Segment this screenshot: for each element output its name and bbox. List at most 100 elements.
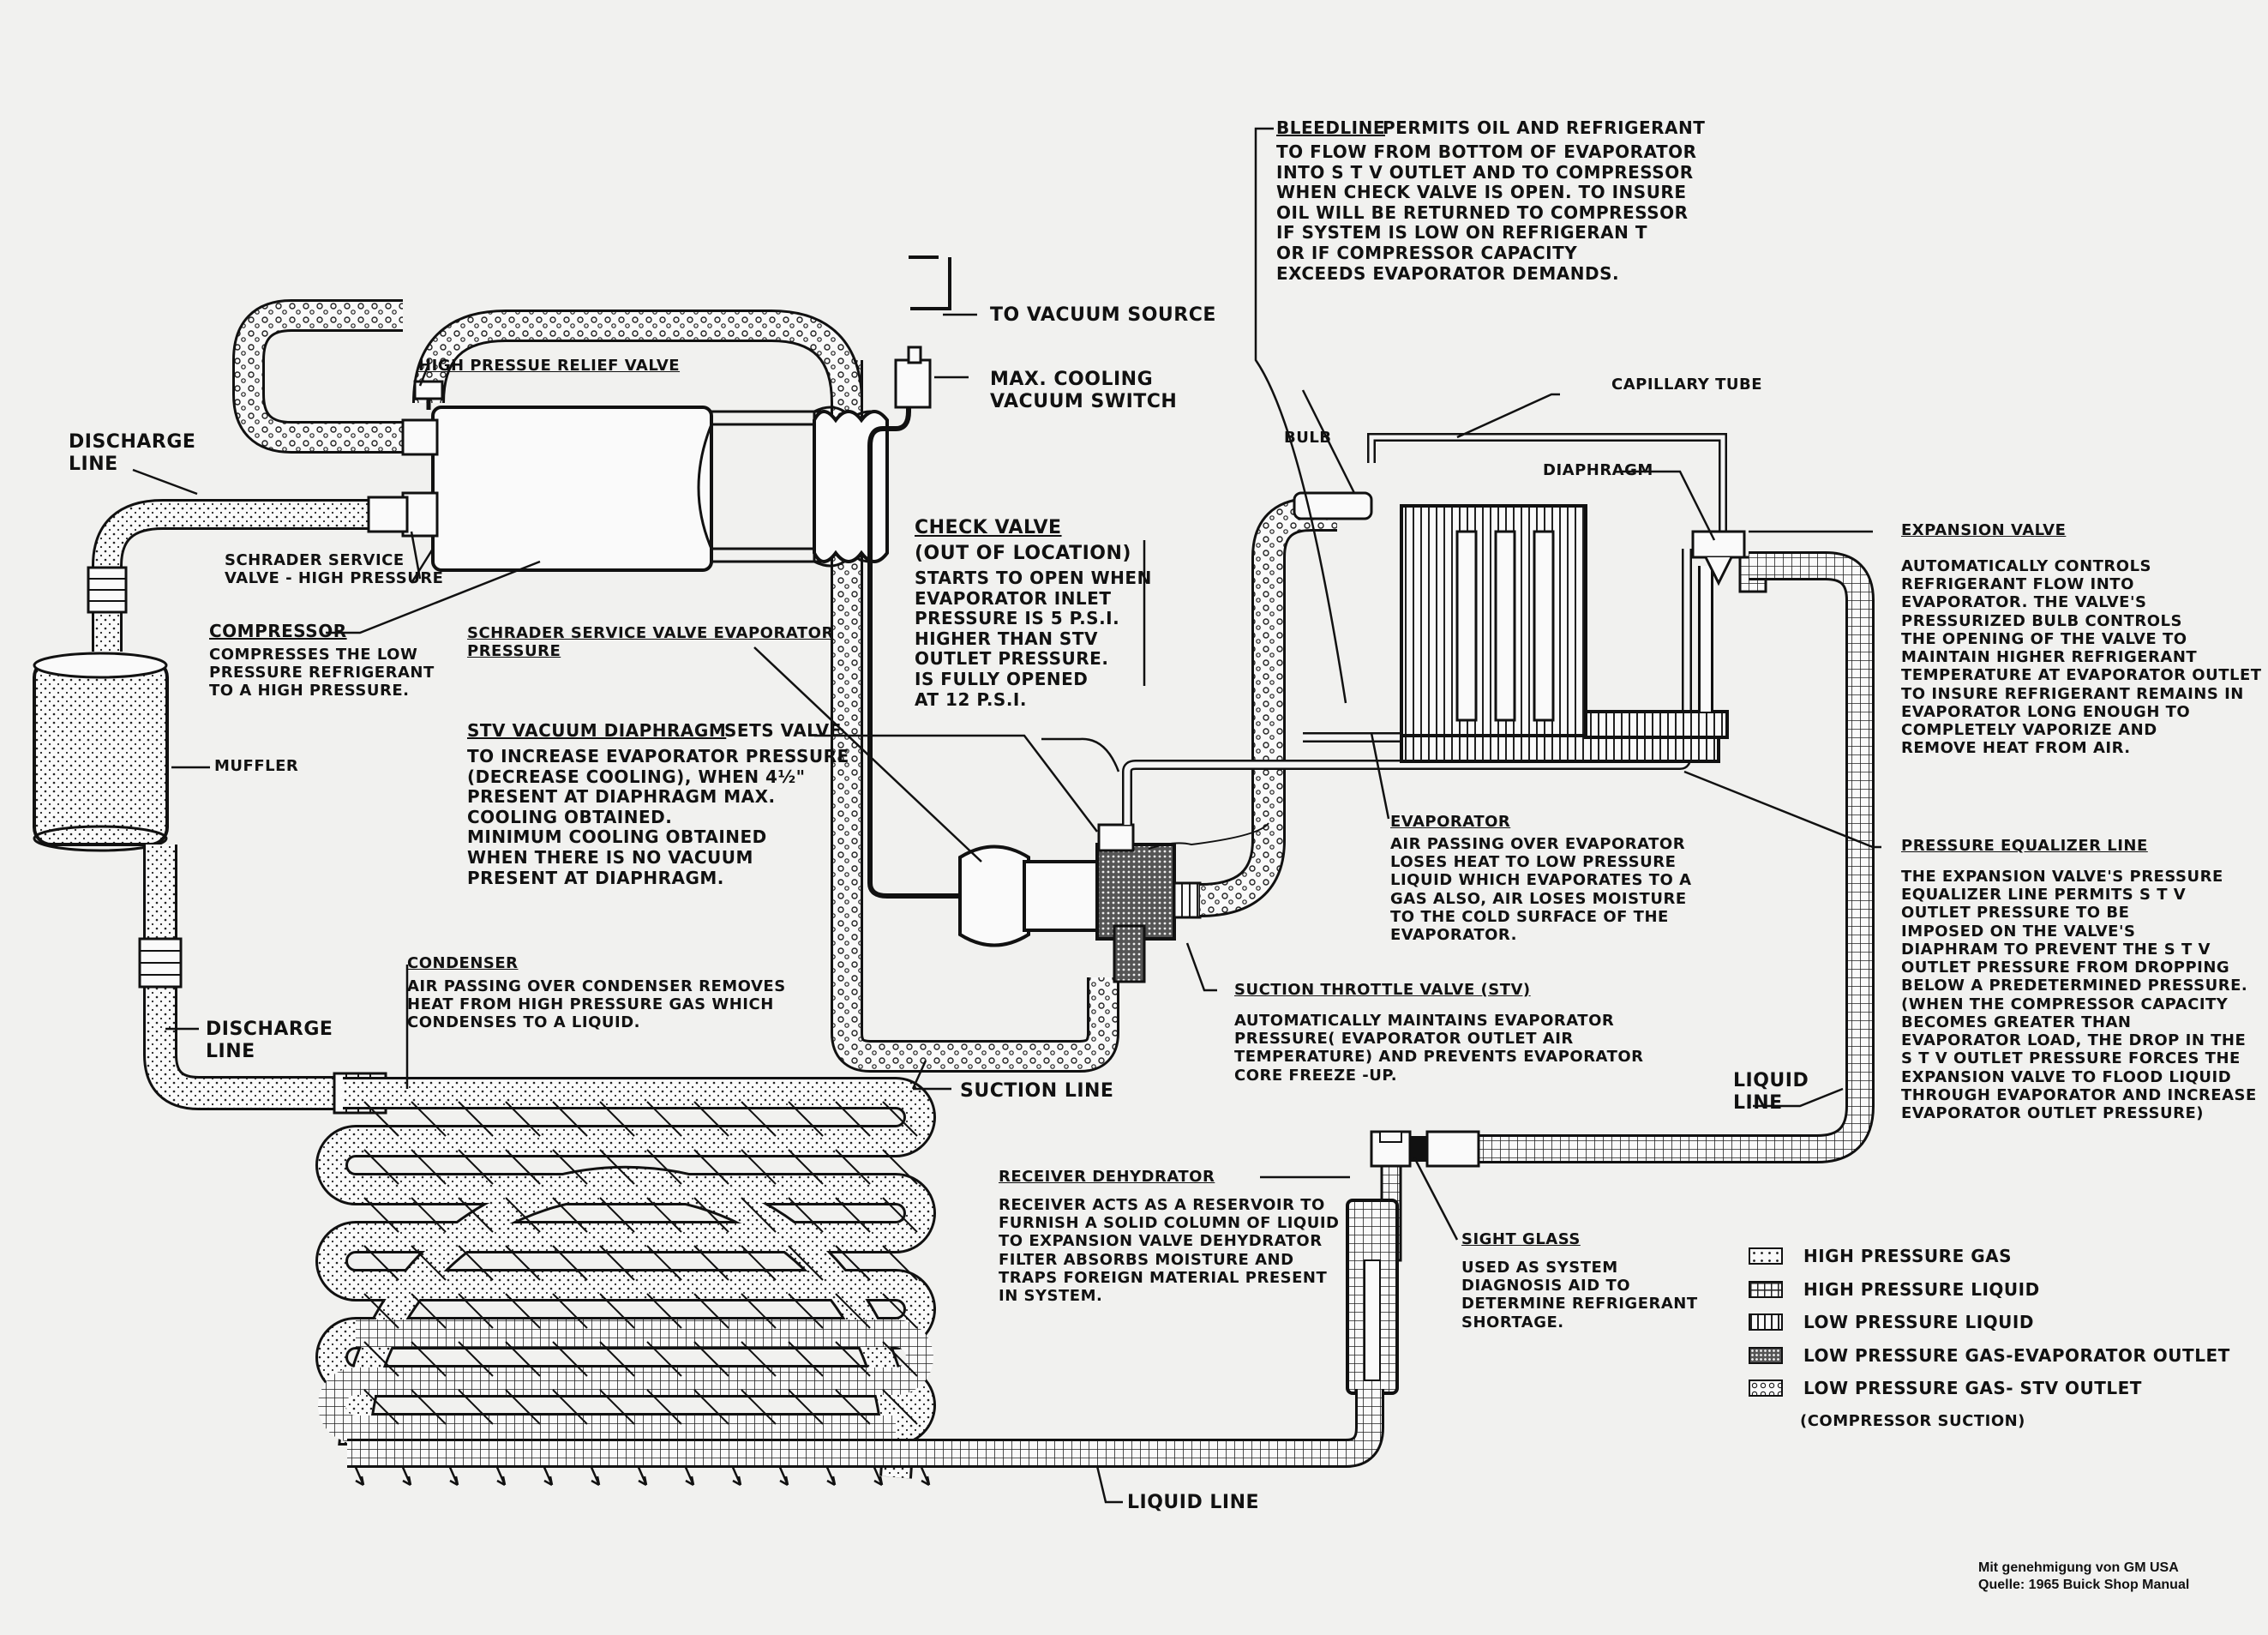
pressure-equalizer-description: THE EXPANSION VALVE'S PRESSURE EQUALIZER… [1901, 868, 2257, 1123]
condenser-fin [882, 1389, 918, 1425]
stv-diaphragm-description: TO INCREASE EVAPORATOR PRESSURE (DECREAS… [467, 746, 849, 888]
discharge-line-top-label: DISCHARGE LINE [69, 431, 196, 475]
evaporator-outlet-pipe [1148, 497, 1337, 917]
condenser-fin [835, 1149, 871, 1185]
credit-line-2: Quelle: 1965 Buick Shop Manual [1978, 1578, 2190, 1592]
pressure-equalizer-title: PRESSURE EQUALIZER LINE [1901, 837, 2148, 855]
condenser-fin [882, 1341, 918, 1377]
receiver-dehydrator-description: RECEIVER ACTS AS A RESERVOIR TO FURNISH … [999, 1196, 1340, 1306]
check-valve-title: CHECK VALVE [915, 517, 1062, 538]
condenser-fin [458, 1245, 494, 1281]
legend-item: HIGH PRESSURE LIQUID [1749, 1279, 2040, 1300]
condenser-fin [882, 1197, 918, 1233]
condenser-fin [599, 1245, 635, 1281]
condenser-fin [741, 1197, 777, 1233]
condenser-fin [788, 1101, 824, 1137]
condenser-fin [505, 1101, 541, 1137]
receiver-dehydrator-title: RECEIVER DEHYDRATOR [999, 1168, 1215, 1186]
condenser-fin [363, 1149, 399, 1185]
condenser-fin [552, 1341, 588, 1377]
muffler-label: MUFFLER [214, 757, 299, 775]
condenser-fin [458, 1149, 494, 1185]
condenser-fin [552, 1245, 588, 1281]
condenser-fin [599, 1101, 635, 1137]
diaphragm-label: DIAPHRAGM [1543, 461, 1653, 479]
condenser-fin [741, 1101, 777, 1137]
condenser-fin [411, 1197, 447, 1233]
condenser-fin [363, 1245, 399, 1281]
condenser-fin [458, 1293, 494, 1329]
condenser-fin [882, 1245, 918, 1281]
condenser-fin [693, 1197, 729, 1233]
discharge-line-bottom-label: DISCHARGE LINE [206, 1019, 333, 1062]
condenser-fin [552, 1101, 588, 1137]
condenser-fin [505, 1389, 541, 1425]
condenser-fin [458, 1341, 494, 1377]
condenser-fin [788, 1293, 824, 1329]
condenser-fin [363, 1389, 399, 1425]
expansion-valve-description: AUTOMATICALLY CONTROLS REFRIGERANT FLOW … [1901, 557, 2262, 758]
legend-swatch [1749, 1380, 1783, 1397]
to-vacuum-source-label: TO VACUUM SOURCE [990, 304, 1216, 326]
max-cooling-switch-label: MAX. COOLING VACUUM SWITCH [990, 369, 1178, 412]
condenser-fin [693, 1149, 729, 1185]
condenser-fin [552, 1197, 588, 1233]
bleedline-title: BLEEDLINE [1276, 117, 1385, 138]
check-valve-location: (OUT OF LOCATION) [915, 543, 1131, 564]
bulb [1293, 491, 1373, 520]
condenser-title: CONDENSER [407, 954, 519, 972]
condenser-fin [458, 1389, 494, 1425]
compressor-description: COMPRESSES THE LOW PRESSURE REFRIGERANT … [209, 646, 435, 700]
stv-diaphragm-title: STV VACUUM DIAPHRAGM [467, 720, 727, 741]
condenser-fin [646, 1197, 682, 1233]
stv-description: AUTOMATICALLY MAINTAINS EVAPORATOR PRESS… [1234, 1012, 1644, 1085]
condenser-fin [363, 1293, 399, 1329]
sight-glass-description: USED AS SYSTEM DIAGNOSIS AID TO DETERMIN… [1461, 1259, 1698, 1331]
condenser-fin [693, 1101, 729, 1137]
leader-lines [132, 127, 1881, 1504]
legend-swatch [1749, 1346, 1783, 1364]
schrader-high-label: SCHRADER SERVICE VALVE - HIGH PRESSURE [225, 551, 444, 588]
condenser-fin [505, 1245, 541, 1281]
expansion-valve-title: EXPANSION VALVE [1901, 521, 2067, 539]
condenser-fin [788, 1149, 824, 1185]
bleedline-lead: PERMITS OIL AND REFRIGERANT [1383, 117, 1706, 138]
condenser-fin [693, 1245, 729, 1281]
condenser [315, 1077, 936, 1487]
sight-glass-title: SIGHT GLASS [1461, 1230, 1581, 1248]
condenser-fin [411, 1341, 447, 1377]
condenser-fin [646, 1341, 682, 1377]
condenser-fin [599, 1389, 635, 1425]
discharge-line-pipe [87, 499, 377, 652]
condenser-fin [599, 1197, 635, 1233]
suction-throttle-valve [958, 823, 1202, 983]
legend-label: LOW PRESSURE GAS-EVAPORATOR OUTLET [1803, 1344, 2230, 1366]
condenser-fin [741, 1245, 777, 1281]
condenser-fin [835, 1197, 871, 1233]
legend-swatch [1749, 1247, 1783, 1265]
evaporator-title: EVAPORATOR [1390, 813, 1511, 831]
condenser-fin [693, 1293, 729, 1329]
condenser-fin [599, 1149, 635, 1185]
legend-label: LOW PRESSURE GAS- STV OUTLET [1803, 1378, 2142, 1398]
condenser-fin [458, 1197, 494, 1233]
condenser-fin [693, 1389, 729, 1425]
condenser-fin [882, 1149, 918, 1185]
condenser-description: AIR PASSING OVER CONDENSER REMOVES HEAT … [407, 977, 786, 1032]
condenser-fin [411, 1149, 447, 1185]
compressor [367, 380, 889, 572]
suction-line-pipe [412, 310, 1119, 1073]
credit-line-1: Mit genehmigung von GM USA [1978, 1560, 2179, 1575]
condenser-fin [693, 1341, 729, 1377]
condenser-fin [363, 1101, 399, 1137]
condenser-fin [646, 1245, 682, 1281]
condenser-fin [363, 1197, 399, 1233]
condenser-fin [882, 1101, 918, 1137]
receiver-dehydrator [1346, 1130, 1427, 1395]
condenser-fin [788, 1245, 824, 1281]
condenser-fin [788, 1341, 824, 1377]
stv-title: SUCTION THROTTLE VALVE (STV) [1234, 981, 1531, 999]
condenser-fin [411, 1293, 447, 1329]
liquid-line-bottom-label: LIQUID LINE [1127, 1492, 1260, 1513]
